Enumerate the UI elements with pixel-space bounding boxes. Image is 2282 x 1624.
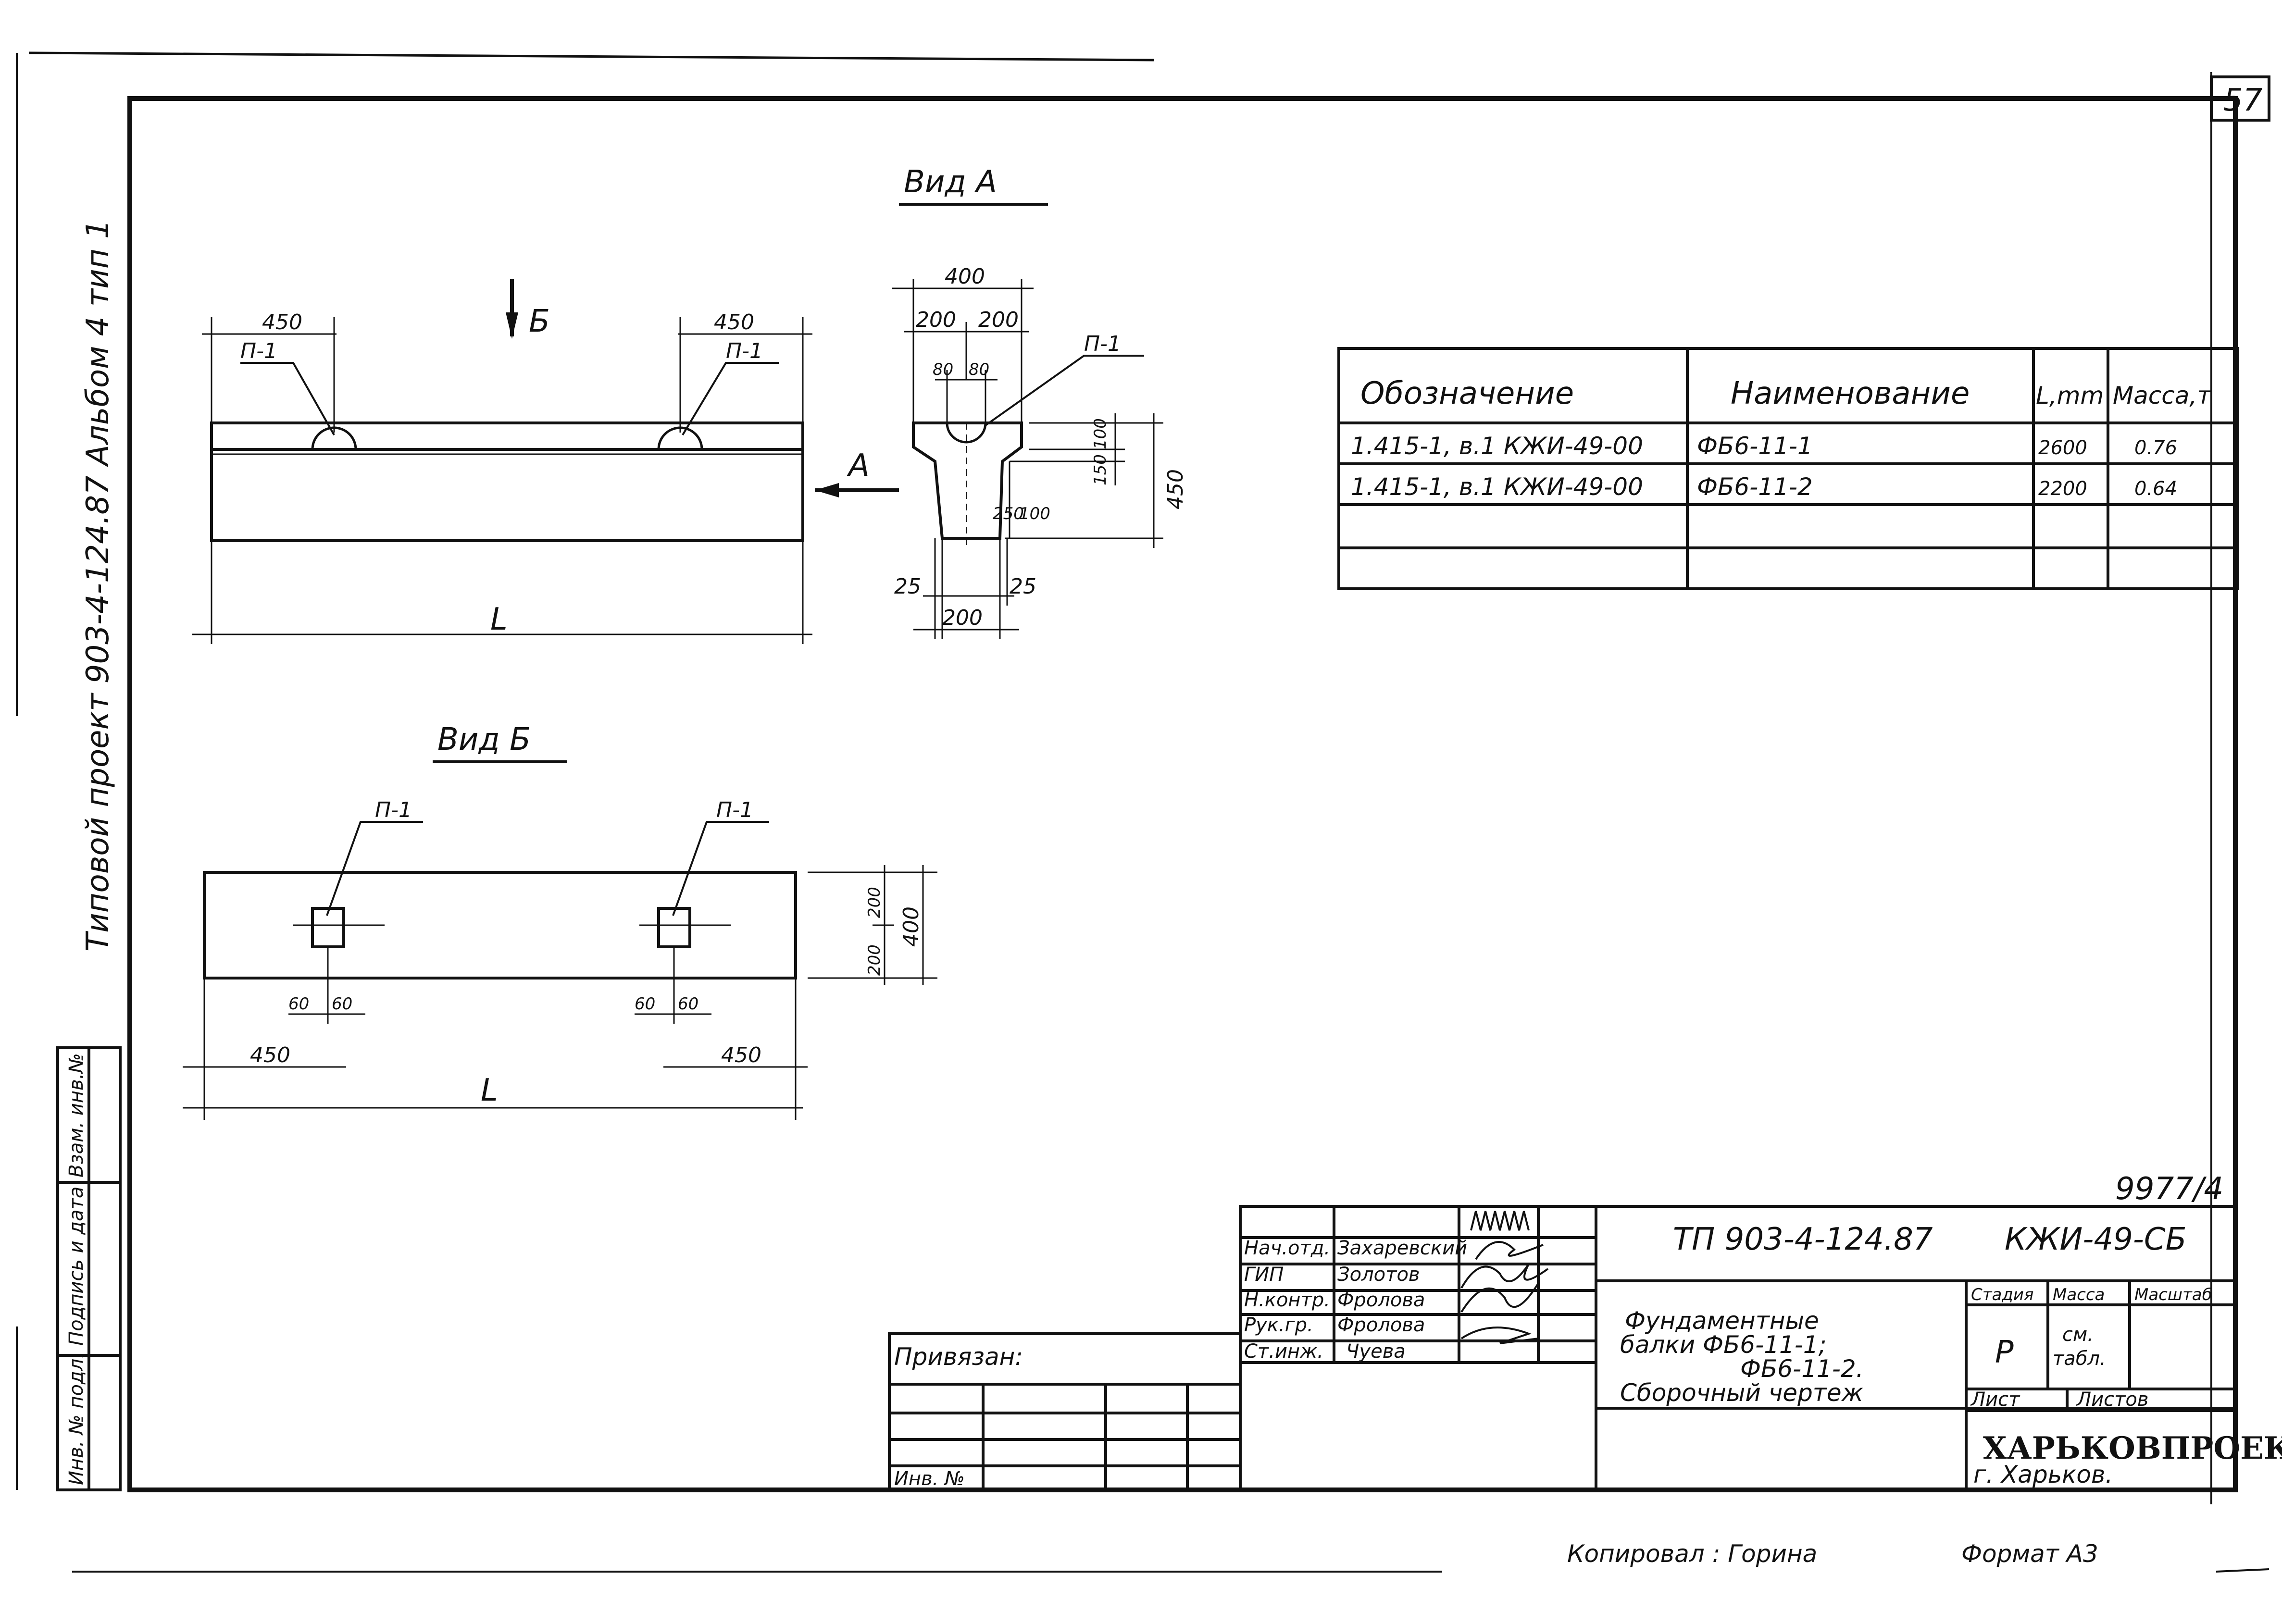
- side-caption: Типовой проект 903-4-124.87 Альбом 4 тип…: [80, 219, 116, 952]
- project-code: ТП 903-4-124.87: [1673, 1222, 1933, 1257]
- plan-width: 400: [899, 906, 923, 947]
- beam-elevation: [192, 279, 899, 644]
- plan-loop-left-b: 60: [332, 994, 352, 1014]
- spec-row-1-name: ФБ6-11-1: [1697, 432, 1813, 460]
- scale-header: Масштаб: [2134, 1285, 2212, 1304]
- stamp-inv-original: Инв. № подл.: [65, 1352, 87, 1485]
- signer-role-3: Н.контр.: [1244, 1289, 1330, 1311]
- mass-header: Масса: [2053, 1285, 2105, 1304]
- section-part-mark: П-1: [1084, 332, 1121, 356]
- spec-row-2-name: ФБ6-11-2: [1697, 473, 1813, 501]
- plan-length-label: L: [481, 1073, 498, 1108]
- spec-row-2-designation: 1.415-1, в.1 КЖИ-49-00: [1351, 473, 1643, 501]
- spec-header-length: L,mm: [2036, 382, 2104, 409]
- spec-header-name: Наименование: [1731, 376, 1970, 411]
- signer-name-1: Захаревский: [1337, 1237, 1467, 1259]
- section-chamfer-right: 25: [1010, 574, 1036, 599]
- signer-name-2: Золотов: [1337, 1264, 1420, 1286]
- view-a-title: Вид А: [904, 164, 997, 200]
- beam-mark-left: П-1: [240, 339, 277, 363]
- signer-name-4: Фролова: [1337, 1314, 1425, 1336]
- arrow-a-label: А: [847, 448, 870, 483]
- section-notch-right: 80: [969, 360, 989, 379]
- section-width-top: 400: [945, 264, 985, 289]
- signatures: [1460, 1211, 1549, 1344]
- org-name: ХАРЬКОВПРОЕКТ: [1983, 1430, 2282, 1466]
- title-block: [888, 1205, 2235, 1490]
- stamp-replace-inv: Взам. инв.№: [65, 1053, 87, 1178]
- org-city: г. Харьков.: [1973, 1461, 2113, 1488]
- drawing-code: КЖИ-49-СБ: [2005, 1222, 2186, 1257]
- plan-mark-left: П-1: [375, 798, 412, 822]
- plan-half-top: 200: [865, 887, 884, 918]
- page-number: 57: [2223, 83, 2263, 118]
- title-line-1: Фундаментные: [1625, 1307, 1819, 1335]
- left-stamp: [56, 1046, 122, 1491]
- signer-role-5: Ст.инж.: [1244, 1340, 1323, 1363]
- mass-value-1: см.: [2062, 1324, 2094, 1346]
- sheets-label: Листов: [2076, 1388, 2148, 1411]
- signer-role-1: Нач.отд.: [1244, 1237, 1330, 1259]
- mass-value-2: табл.: [2053, 1348, 2106, 1370]
- section-notch-left: 80: [933, 360, 953, 379]
- stage-header: Стадия: [1971, 1285, 2033, 1304]
- attached-label: Привязан:: [894, 1343, 1023, 1371]
- spec-header-designation: Обозначение: [1360, 376, 1574, 411]
- title-line-4: Сборочный чертеж: [1620, 1379, 1863, 1407]
- view-b-title: Вид Б: [437, 722, 531, 757]
- spec-row-1-mass: 0.76: [2134, 437, 2177, 459]
- plan-dim-left-450: 450: [250, 1043, 290, 1067]
- arrow-b-label: Б: [529, 304, 550, 339]
- plan-mark-right: П-1: [716, 798, 753, 822]
- section-base-h: 100: [1019, 504, 1050, 523]
- sheet-frame: [16, 51, 2270, 1573]
- plan-dim-right-450: 450: [721, 1043, 761, 1067]
- spec-table: [1337, 347, 2239, 590]
- plan-half-bottom: 200: [865, 944, 884, 976]
- section-chamfer-left: 25: [894, 574, 921, 599]
- spec-row-1-length: 2600: [2038, 437, 2087, 459]
- spec-row-2-length: 2200: [2038, 478, 2087, 500]
- section-top-thk: 100: [1091, 418, 1110, 449]
- section-height-total: 450: [1163, 469, 1188, 509]
- section-half-left: 200: [916, 308, 956, 332]
- signer-role-2: ГИП: [1244, 1264, 1284, 1286]
- plan-loop-right-a: 60: [635, 994, 655, 1014]
- plan-loop-right-b: 60: [678, 994, 698, 1014]
- inv-number-label: Инв. №: [894, 1468, 965, 1490]
- beam-length-label: L: [490, 602, 508, 637]
- plan-loop-left-a: 60: [288, 994, 309, 1014]
- stamp-signature-date: Подпись и дата: [65, 1187, 87, 1346]
- beam-dim-left-450: 450: [262, 310, 302, 335]
- footer-copied: Копировал : Горина: [1567, 1540, 1817, 1568]
- section-taper: 250: [993, 504, 1024, 523]
- signer-name-5: Чуева: [1346, 1340, 1406, 1363]
- spec-header-mass: Масса,т: [2113, 382, 2212, 409]
- spec-row-2-mass: 0.64: [2134, 478, 2177, 500]
- signer-name-3: Фролова: [1337, 1289, 1425, 1311]
- beam-mark-right: П-1: [726, 339, 763, 363]
- beam-dim-right-450: 450: [714, 310, 754, 335]
- stage-value: Р: [1995, 1335, 2014, 1370]
- cross-section: [892, 279, 1163, 639]
- title-line-2: балки ФБ6-11-1;: [1620, 1331, 1827, 1359]
- section-half-right: 200: [978, 308, 1019, 332]
- title-line-3: ФБ6-11-2.: [1740, 1355, 1864, 1383]
- section-width-bottom: 200: [942, 606, 983, 630]
- archive-number: 9977/4: [2115, 1171, 2223, 1207]
- beam-plan: [183, 821, 937, 1120]
- signer-role-4: Рук.гр.: [1244, 1314, 1313, 1336]
- footer-format: Формат А3: [1961, 1540, 2098, 1568]
- section-ledge: 150: [1091, 454, 1110, 485]
- sheet-label: Лист: [1970, 1388, 2020, 1411]
- spec-row-1-designation: 1.415-1, в.1 КЖИ-49-00: [1351, 432, 1643, 460]
